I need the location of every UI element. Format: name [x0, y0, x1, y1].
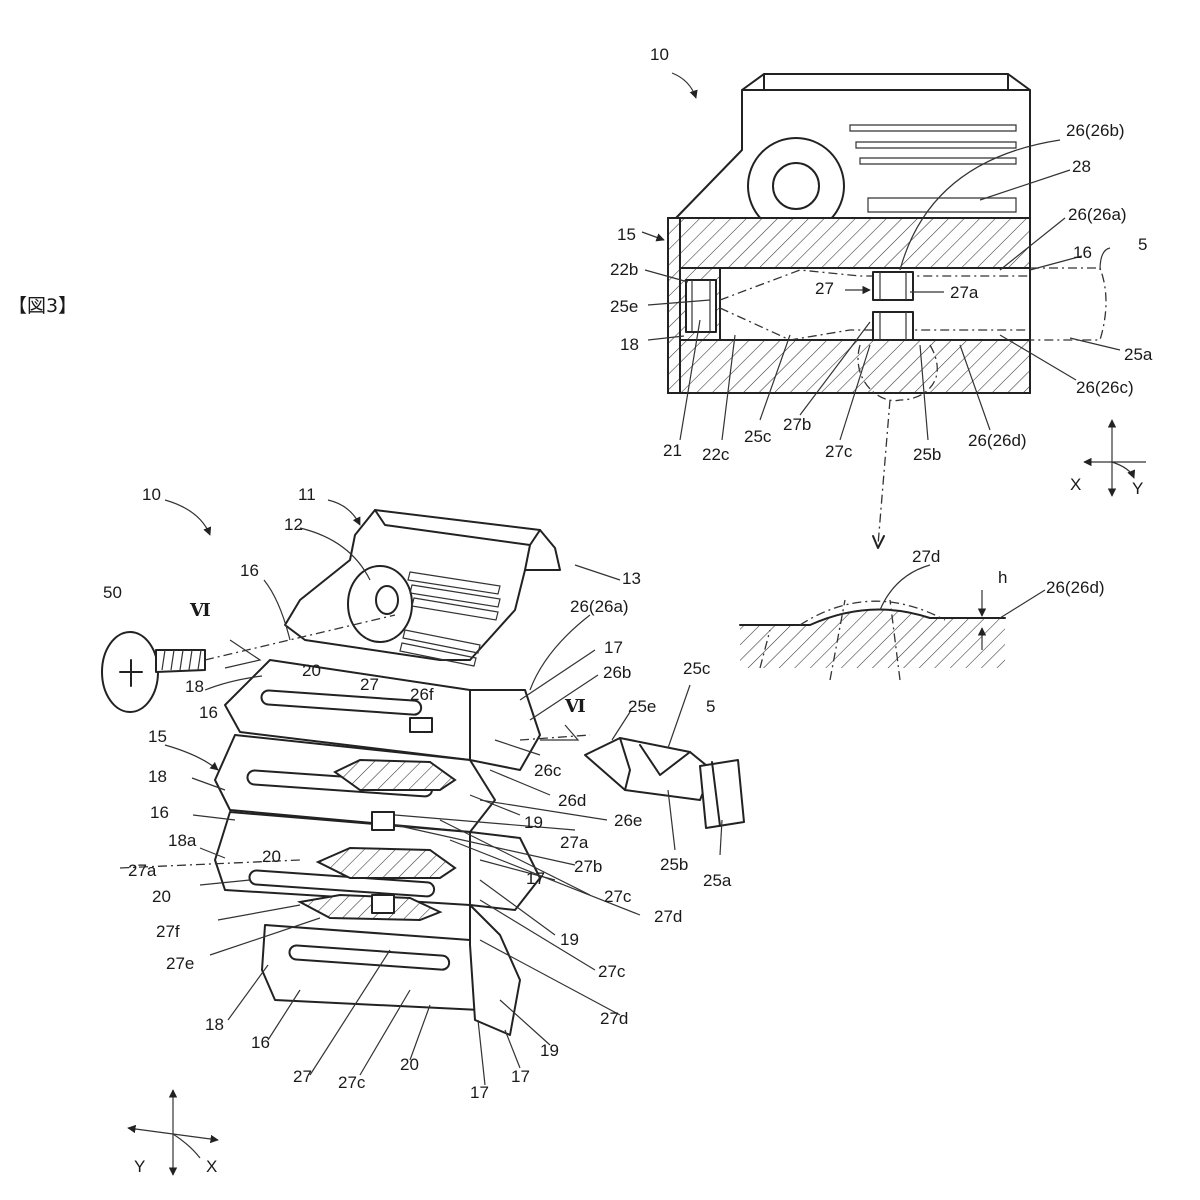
ref-27: 27: [360, 675, 379, 694]
ref-25a: 25a: [703, 871, 732, 890]
ref-25e: 25e: [610, 297, 638, 316]
ref-27d-1: 27d: [654, 907, 682, 926]
ref-18: 18: [620, 335, 639, 354]
ref-15: 15: [617, 225, 636, 244]
ref-26-26b: 26(26b): [1066, 121, 1125, 140]
ref-16b: 16: [199, 703, 218, 722]
axis-y-label-persp: Y: [134, 1157, 145, 1176]
ref-27a: 27a: [950, 283, 979, 302]
rib-lines: [849, 124, 1017, 213]
ref-17: 17: [604, 638, 623, 657]
perspective-axis-indicator: [127, 1089, 219, 1176]
ref-17b: 17: [526, 869, 545, 888]
ref-18b: 18: [148, 767, 167, 786]
perspective-view: 10 11 12 13 50 16 Ⅵ 18 20 27 26f 26(26a)…: [101, 485, 745, 1176]
ref-16: 16: [240, 561, 259, 580]
ref-27c-1: 27c: [604, 887, 632, 906]
ref-20c: 20: [152, 887, 171, 906]
ref-27f: 27f: [156, 922, 180, 941]
figure-title: 【図3】: [8, 295, 77, 317]
ref-26-26d-detail: 26(26d): [1046, 578, 1105, 597]
ref-26d: 26d: [558, 791, 586, 810]
detail-view: 27d h 26(26d): [739, 547, 1105, 681]
projection-27-upper: [872, 271, 914, 301]
ref-27c-3: 27c: [338, 1073, 366, 1092]
ref-VI-left: Ⅵ: [189, 600, 211, 620]
ref-18a: 18a: [168, 831, 197, 850]
ref-28: 28: [1072, 157, 1091, 176]
ref-11: 11: [298, 485, 316, 504]
top-block-11: [284, 509, 561, 661]
axis-x-label-persp: X: [206, 1157, 217, 1176]
ref-27b: 27b: [783, 415, 811, 434]
ref-27c-2: 27c: [598, 962, 626, 981]
ref-15: 15: [148, 727, 167, 746]
ref-20: 20: [302, 661, 321, 680]
section-view: 10 15 22b 25e 18 21 22c 25c 27b 27c 25b …: [610, 45, 1153, 549]
ref-25b: 25b: [913, 445, 941, 464]
ref-26f: 26f: [410, 685, 434, 704]
section-lower-wall: [679, 339, 1031, 394]
ref-18: 18: [185, 677, 204, 696]
ref-12: 12: [284, 515, 303, 534]
ref-26b: 26b: [603, 663, 631, 682]
ref-10: 10: [650, 45, 669, 64]
ref-5: 5: [706, 697, 715, 716]
ref-19: 19: [524, 813, 543, 832]
perspective-ribs: [399, 571, 501, 667]
ref-5: 5: [1138, 235, 1147, 254]
ref-26-26a: 26(26a): [1068, 205, 1127, 224]
ref-16: 16: [1073, 243, 1092, 262]
ref-17d: 17: [511, 1067, 530, 1086]
ref-26-26c: 26(26c): [1076, 378, 1134, 397]
ref-27: 27: [815, 279, 834, 298]
ref-22b: 22b: [610, 260, 638, 279]
section-axis-indicator: [1083, 419, 1146, 497]
axis-y-label: Y: [1132, 479, 1143, 498]
ref-27d-detail: 27d: [912, 547, 940, 566]
ref-26c: 26c: [534, 761, 562, 780]
axis-x-label: X: [1070, 475, 1081, 494]
tier-4: [261, 924, 501, 1011]
ref-20b: 20: [262, 847, 281, 866]
ref-27b: 27b: [574, 857, 602, 876]
boss-12: [347, 565, 413, 643]
ref-27a-2: 27a: [128, 861, 157, 880]
section-leaders: [641, 72, 1121, 441]
ref-22c: 22c: [702, 445, 730, 464]
ref-h: h: [998, 568, 1007, 587]
ref-25b: 25b: [660, 855, 688, 874]
ref-13: 13: [622, 569, 641, 588]
ref-18c: 18: [205, 1015, 224, 1034]
ref-16d: 16: [251, 1033, 270, 1052]
perspective-leaders: [164, 499, 723, 1086]
ref-27-bottom: 27: [293, 1067, 312, 1086]
ref-27d-2: 27d: [600, 1009, 628, 1028]
ref-10: 10: [142, 485, 161, 504]
projection-27-lower: [872, 311, 914, 341]
ref-27e: 27e: [166, 954, 194, 973]
ref-17c: 17: [470, 1083, 489, 1102]
ref-25c: 25c: [683, 659, 711, 678]
ref-19b: 19: [560, 930, 579, 949]
ref-VI-right: Ⅵ: [564, 696, 586, 716]
ref-21: 21: [663, 441, 682, 460]
ref-26-26a: 26(26a): [570, 597, 629, 616]
ref-19c: 19: [540, 1041, 559, 1060]
boss-inner-circle: [772, 162, 820, 210]
ref-27c: 27c: [825, 442, 853, 461]
ref-25a: 25a: [1124, 345, 1153, 364]
ref-50: 50: [103, 583, 122, 602]
ref-25c: 25c: [744, 427, 772, 446]
ref-16c: 16: [150, 803, 169, 822]
ref-27a-1: 27a: [560, 833, 589, 852]
ref-26-26d: 26(26d): [968, 431, 1027, 450]
ref-25e: 25e: [628, 697, 656, 716]
screw-50: [101, 631, 206, 713]
bit-5: [584, 737, 745, 829]
ref-20d: 20: [400, 1055, 419, 1074]
ref-26e: 26e: [614, 811, 642, 830]
